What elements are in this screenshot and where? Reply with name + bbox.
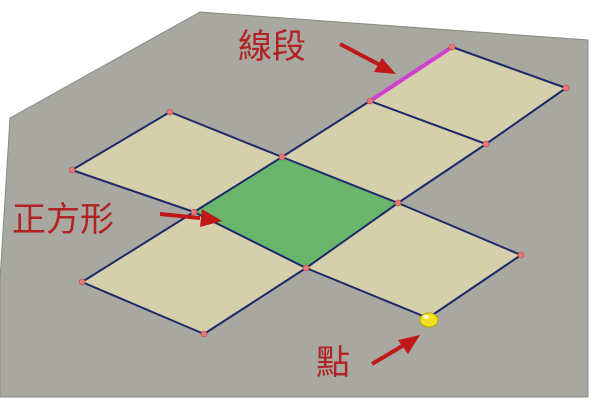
- vertex-dot: [302, 264, 310, 272]
- net-vertices: [68, 43, 570, 338]
- vertex-dot: [278, 153, 286, 161]
- net-edge: [281, 156, 522, 319]
- highlighted-point: [419, 312, 439, 328]
- highlighted-segment: [368, 45, 454, 103]
- net-edge: [369, 100, 487, 145]
- vertex-dot: [78, 278, 86, 286]
- vertex-dot: [482, 140, 490, 148]
- square-arrow-icon: [159, 209, 222, 227]
- vertex-dot: [394, 199, 402, 207]
- vertex-dot: [68, 166, 76, 174]
- net-edge: [281, 100, 371, 158]
- vertex-dot: [448, 43, 456, 51]
- vertex-dot: [366, 97, 374, 105]
- net-edge: [397, 46, 567, 204]
- vertex-dot: [190, 208, 198, 216]
- segment-label: 線段: [238, 27, 306, 67]
- vertex-dot: [517, 251, 525, 259]
- net-edge: [81, 156, 307, 335]
- net-face-left: [72, 112, 282, 212]
- square-face: [194, 157, 398, 268]
- net-edges: [71, 46, 567, 335]
- segment-arrow-icon: [339, 42, 396, 74]
- vertex-dot: [200, 330, 208, 338]
- vertex-dot: [562, 84, 570, 92]
- point-label: 點: [316, 343, 350, 383]
- square-label: 正方形: [12, 200, 114, 240]
- point-highlight-glint: [423, 315, 429, 319]
- net-edge: [71, 169, 195, 213]
- vertex-dot: [166, 108, 174, 116]
- point-arrow-icon: [370, 335, 420, 366]
